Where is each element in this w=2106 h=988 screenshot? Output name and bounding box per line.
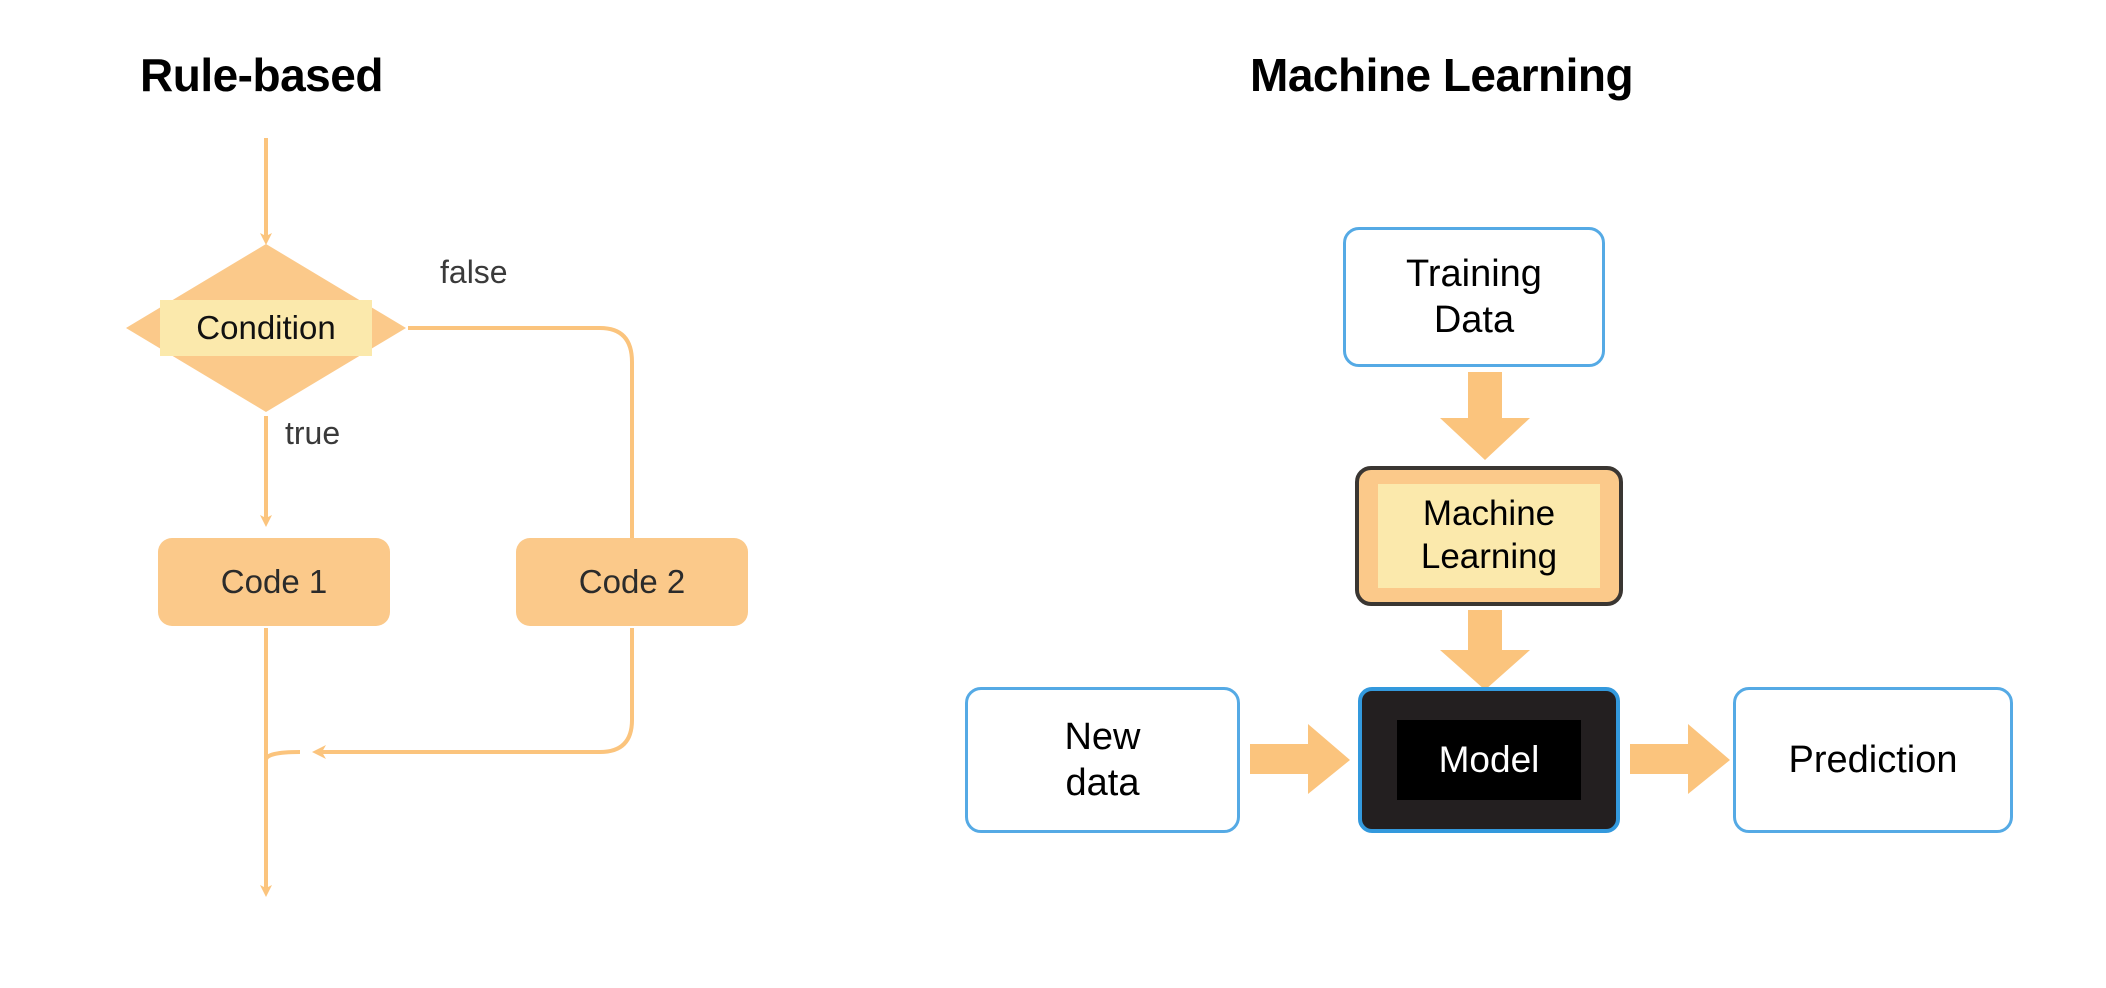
node-model: Model xyxy=(1358,687,1620,833)
rule-based-flow-edges xyxy=(126,138,634,897)
node-training-data: Training Data xyxy=(1343,227,1605,367)
panel-title-rule-based: Rule-based xyxy=(140,49,383,101)
arrow-newdata-to-model xyxy=(1250,724,1350,794)
edge-code2-merge xyxy=(312,628,634,759)
prediction-label: Prediction xyxy=(1788,738,1958,781)
node-code-1: Code 1 xyxy=(158,538,390,626)
machine-learning-line-2: Learning xyxy=(1420,537,1558,576)
panel-title-machine-learning: Machine Learning xyxy=(1250,49,1634,101)
edge-false-to-code2 xyxy=(408,326,634,538)
new-data-line-2: data xyxy=(1065,762,1140,804)
node-prediction: Prediction xyxy=(1733,687,2013,833)
edge-label-false: false xyxy=(440,254,508,290)
arrow-training-to-ml xyxy=(1440,372,1530,460)
model-label: Model xyxy=(1438,739,1540,780)
arrow-model-to-prediction xyxy=(1630,724,1730,794)
machine-learning-line-1: Machine xyxy=(1422,494,1556,534)
node-code-2: Code 2 xyxy=(516,538,748,626)
training-data-line-2: Data xyxy=(1433,299,1515,341)
model-inner-panel: Model xyxy=(1397,720,1581,800)
new-data-line-1: New xyxy=(1064,715,1141,758)
edge-merge-corner xyxy=(264,750,301,761)
training-data-line-1: Training xyxy=(1406,252,1542,295)
node-machine-learning: Machine Learning xyxy=(1355,466,1623,606)
node-new-data: New data xyxy=(965,687,1240,833)
condition-label: Condition xyxy=(160,300,372,356)
edge-label-true: true xyxy=(285,415,341,451)
machine-learning-inner-panel: Machine Learning xyxy=(1378,484,1600,588)
arrow-ml-to-model xyxy=(1440,610,1530,690)
